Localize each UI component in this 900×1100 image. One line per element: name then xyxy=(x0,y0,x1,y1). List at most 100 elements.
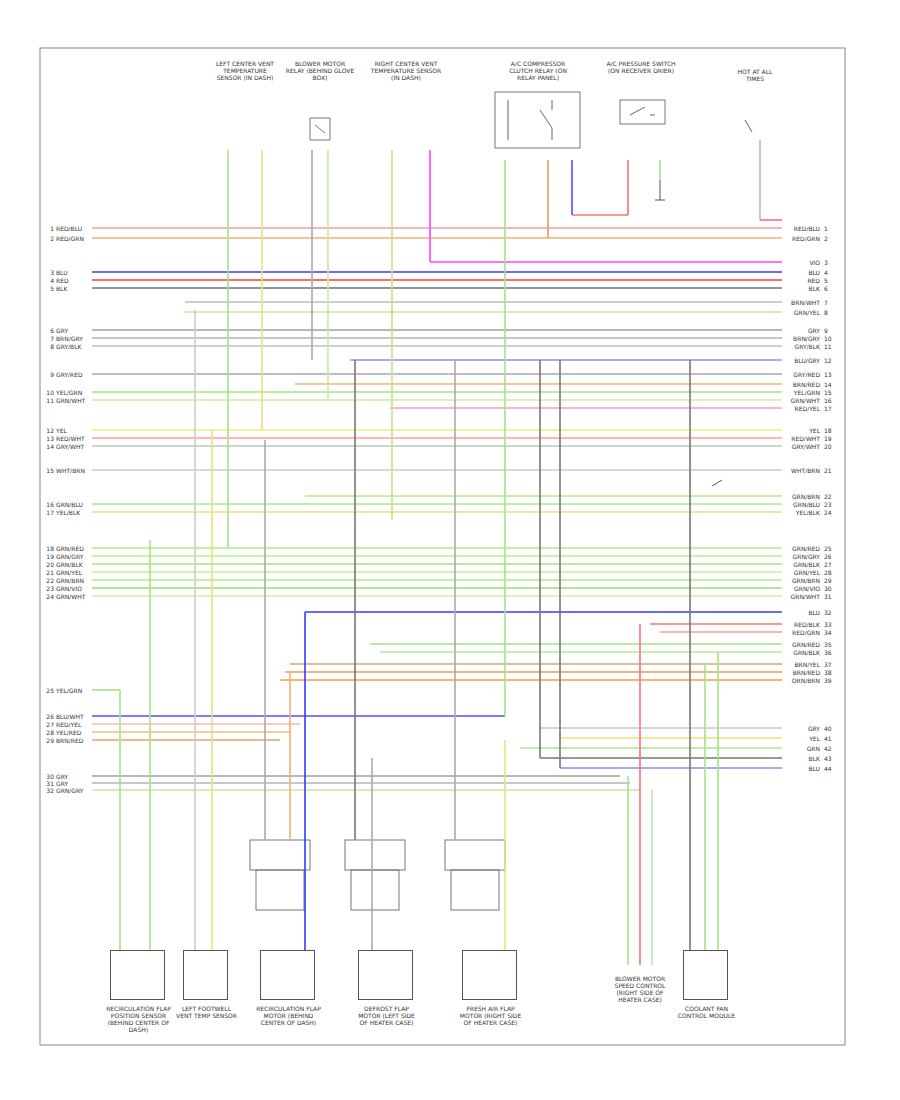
pin-number: 15 xyxy=(42,467,54,474)
pin-number: 40 xyxy=(824,725,842,732)
wire xyxy=(547,160,549,238)
pin-number: 28 xyxy=(824,569,842,576)
pin-number: 17 xyxy=(824,405,842,412)
component-label: RIGHT CENTER VENT TEMPERATURE SENSOR (IN… xyxy=(370,60,442,81)
wire xyxy=(354,360,356,840)
wire-color-code: GRN/BLU xyxy=(56,501,90,508)
component-name: COOLANT FAN CONTROL MODULE xyxy=(674,1005,740,1019)
pin-number: 20 xyxy=(42,561,54,568)
wire xyxy=(295,383,782,385)
wire-color-code: GRN/BLU xyxy=(784,501,820,508)
wire xyxy=(305,495,782,497)
wire xyxy=(639,624,641,965)
wire xyxy=(194,310,196,950)
wire xyxy=(627,776,629,965)
wire xyxy=(311,150,313,360)
wire-color-code: BLU/WHT xyxy=(56,713,90,720)
pin-number: 23 xyxy=(42,585,54,592)
wire-color-code: RED xyxy=(56,277,90,284)
pin-number: 36 xyxy=(824,649,842,656)
wire-color-code: GRN/WHT xyxy=(784,397,820,404)
wire-color-code: BRN/RED xyxy=(784,381,820,388)
wire-color-code: GRN/VIO xyxy=(56,585,90,592)
wire xyxy=(651,790,653,965)
wire-color-code: GRN/YEL xyxy=(784,569,820,576)
wire-color-code: GRN/BRN xyxy=(784,493,820,500)
wire-color-code: RED/WHT xyxy=(56,435,90,442)
pin-number: 26 xyxy=(824,553,842,560)
pin-number: 11 xyxy=(42,397,54,404)
wire xyxy=(390,407,782,409)
wire xyxy=(689,360,691,950)
pin-number: 6 xyxy=(824,285,842,292)
wire xyxy=(571,160,573,215)
pin-number: 22 xyxy=(42,577,54,584)
wire xyxy=(760,219,782,221)
pin-number: 4 xyxy=(824,269,842,276)
pin-number: 22 xyxy=(824,493,842,500)
wire-color-code: GRY/WHT xyxy=(784,443,820,450)
wire xyxy=(92,271,782,273)
pin-number: 43 xyxy=(824,755,842,762)
pin-number: 18 xyxy=(42,545,54,552)
wire xyxy=(227,150,229,548)
component-label: A/C COMPRESSOR CLUTCH RELAY (ON RELAY PA… xyxy=(500,60,576,81)
pin-number: 41 xyxy=(824,735,842,742)
component-label: BLOWER MOTOR RELAY (BEHIND GLOVE BOX) xyxy=(285,60,355,81)
wire xyxy=(264,440,266,840)
wire xyxy=(211,430,213,950)
wire-color-code: RED/BLU xyxy=(56,225,90,232)
wire-color-code: BLK xyxy=(56,285,90,292)
pin-number: 21 xyxy=(42,569,54,576)
wire-color-code: YEL/GRN xyxy=(784,389,820,396)
fuse-symbol xyxy=(745,120,752,132)
wire-color-code: GRY xyxy=(56,780,90,787)
wire xyxy=(717,652,719,950)
relay-symbol xyxy=(508,100,552,140)
wire-color-code: RED/BLK xyxy=(784,621,820,628)
wire-color-code: BRN/RED xyxy=(784,669,820,676)
pin-number: 5 xyxy=(42,285,54,292)
wire-color-code: VIO xyxy=(784,259,820,266)
wire-color-code: YEL xyxy=(784,427,820,434)
diode-symbol xyxy=(712,480,722,486)
wire-color-code: GRN/WHT xyxy=(56,397,90,404)
wire xyxy=(290,663,782,665)
wire-color-code: GRN/YEL xyxy=(56,569,90,576)
wire xyxy=(540,727,782,729)
pin-number: 3 xyxy=(42,269,54,276)
wire-color-code: GRY/BLK xyxy=(784,343,820,350)
wire xyxy=(429,150,431,262)
pin-number: 16 xyxy=(824,397,842,404)
wire xyxy=(559,360,561,768)
wire xyxy=(92,715,505,717)
wire-color-code: GRN/WHT xyxy=(56,593,90,600)
wire xyxy=(92,789,640,791)
wire xyxy=(560,767,782,769)
wire-color-code: RED/YEL xyxy=(784,405,820,412)
wire-color-code: RED/GRN xyxy=(56,235,90,242)
pin-number: 26 xyxy=(42,713,54,720)
pin-number: 38 xyxy=(824,669,842,676)
pin-number: 19 xyxy=(824,435,842,442)
pin-number: 32 xyxy=(824,609,842,616)
wire-color-code: RED/YEL xyxy=(56,721,90,728)
wire xyxy=(92,279,782,281)
wire-color-code: BLU xyxy=(784,765,820,772)
pin-number: 15 xyxy=(824,389,842,396)
wire-color-code: GRY xyxy=(56,773,90,780)
wire-color-code: BRN/GRY xyxy=(784,335,820,342)
wire xyxy=(454,360,456,840)
wire xyxy=(540,757,782,759)
pin-number: 7 xyxy=(42,335,54,342)
wire-color-code: GRY/BLK xyxy=(56,343,90,350)
pin-number: 42 xyxy=(824,745,842,752)
wire xyxy=(704,664,706,950)
pin-number: 12 xyxy=(824,357,842,364)
pin-number: 29 xyxy=(824,577,842,584)
pin-number: 8 xyxy=(42,343,54,350)
wire-color-code: RED xyxy=(784,277,820,284)
wire-color-code: YEL xyxy=(56,427,90,434)
pin-number: 25 xyxy=(42,687,54,694)
